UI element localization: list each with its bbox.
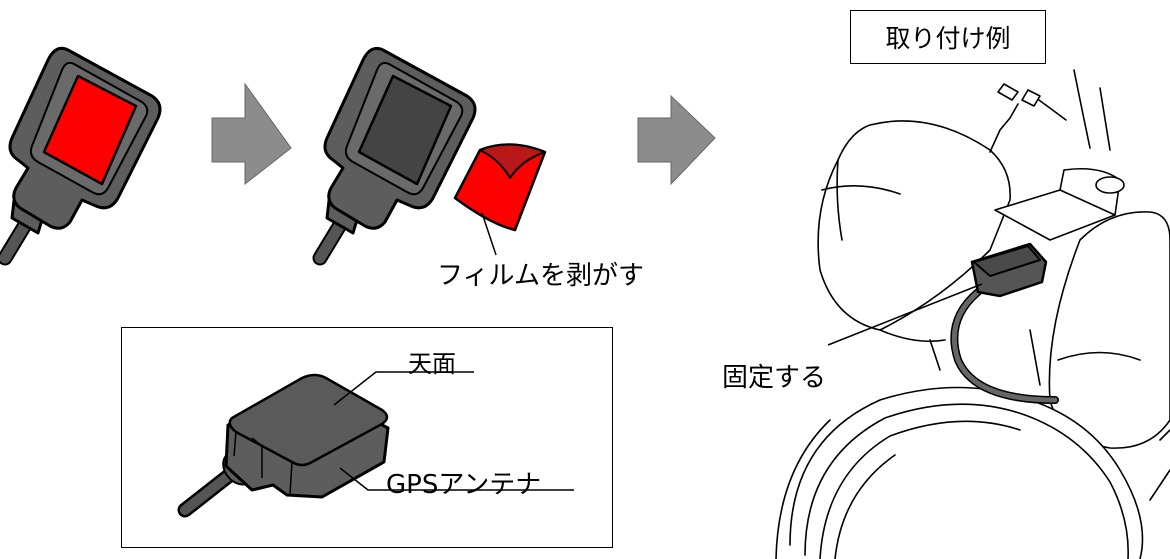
- antenna-with-adhesive-pad: [0, 46, 162, 266]
- gps-antenna-illustration: [177, 371, 574, 518]
- gps-antenna-mounted: [827, 242, 1059, 404]
- fix-label: 固定する: [722, 363, 827, 393]
- installation-example-title: 取り付け例: [885, 24, 1011, 53]
- gps-antenna-inset-frame: [121, 327, 613, 548]
- antenna-film-removed: [312, 46, 477, 266]
- step-arrow-1: [211, 82, 292, 186]
- peel-film-label: フィルムを剥がす: [437, 261, 644, 291]
- peeled-film: [453, 143, 547, 256]
- gps-antenna-label: GPSアンテナ: [386, 470, 542, 500]
- installation-example-box: 取り付け例: [850, 10, 1046, 64]
- step-arrow-2: [637, 94, 716, 186]
- top-surface-label: 天面: [408, 350, 456, 378]
- motorcycle-installation-example: [775, 69, 1170, 559]
